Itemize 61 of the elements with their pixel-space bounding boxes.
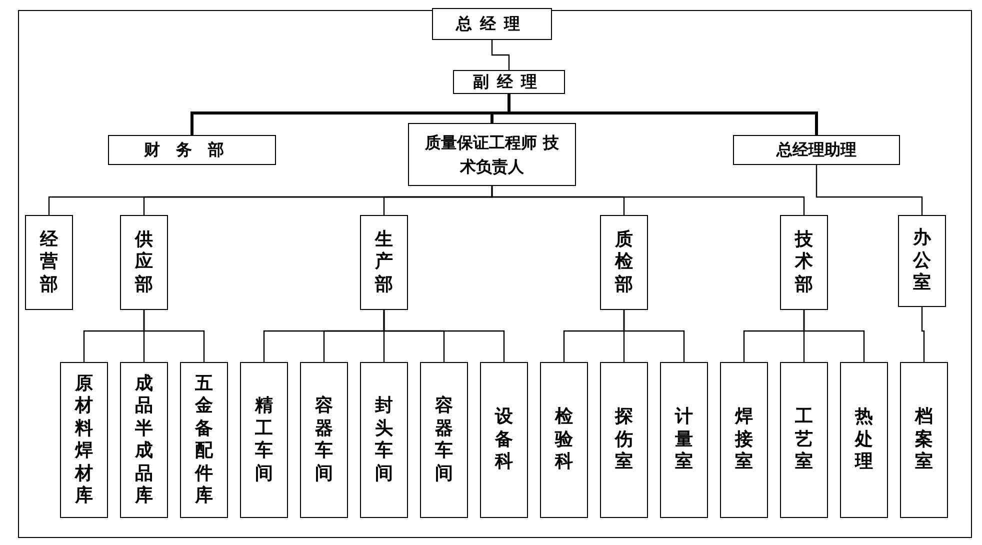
org-box <box>600 362 648 518</box>
org-label: 探伤室 <box>615 406 633 474</box>
connector-line <box>491 40 510 70</box>
org-box <box>420 362 468 518</box>
org-label: 总经理助理 <box>776 139 856 162</box>
org-label: 热处理 <box>855 406 873 474</box>
org-label: 办公室 <box>913 227 931 295</box>
connector-line <box>816 165 923 215</box>
org-box <box>780 215 828 310</box>
org-label: 财务部 <box>144 139 240 162</box>
org-box <box>108 135 276 165</box>
org-box <box>25 215 73 310</box>
org-box <box>300 362 348 518</box>
org-label: 工艺室 <box>795 406 813 474</box>
org-box <box>360 362 408 518</box>
org-label: 质检部 <box>615 228 633 296</box>
org-box <box>408 123 576 186</box>
org-box <box>120 215 168 310</box>
org-label: 五金备配件库 <box>195 372 213 508</box>
org-label: 计量室 <box>675 406 693 474</box>
connector-line <box>491 186 805 215</box>
org-box <box>432 8 552 40</box>
org-box <box>720 362 768 518</box>
org-label: 检验科 <box>555 406 573 474</box>
org-box <box>900 362 948 518</box>
org-label: 封头车间 <box>375 395 393 485</box>
org-box <box>733 135 900 165</box>
org-label: 容器车间 <box>435 395 453 485</box>
connector-line <box>508 94 818 135</box>
org-box <box>540 362 588 518</box>
org-box <box>780 362 828 518</box>
org-box <box>600 215 648 310</box>
org-box <box>898 215 946 307</box>
org-label: 精工车间 <box>255 395 273 485</box>
org-label: 技术部 <box>795 228 813 296</box>
org-label: 质量保证工程师 技术负责人 <box>424 132 560 178</box>
org-label: 容器车间 <box>315 395 333 485</box>
org-box <box>660 362 708 518</box>
org-box <box>60 362 108 518</box>
org-label: 副经理 <box>473 71 545 94</box>
connector-line <box>383 310 505 362</box>
org-label: 供应部 <box>135 228 153 296</box>
connector-line <box>921 307 925 362</box>
org-box <box>840 362 888 518</box>
org-box <box>180 362 228 518</box>
org-box <box>453 70 565 94</box>
org-box <box>480 362 528 518</box>
org-label: 经营部 <box>40 228 58 296</box>
org-label: 原材料焊材库 <box>75 372 93 508</box>
org-label: 设备科 <box>495 406 513 474</box>
connector-line <box>143 310 205 362</box>
org-box <box>360 215 408 310</box>
connector-line <box>803 310 865 362</box>
org-box <box>120 362 168 518</box>
org-label: 成品半成品库 <box>135 372 153 508</box>
org-label: 总经理 <box>456 13 528 36</box>
org-label: 档案室 <box>915 406 933 474</box>
org-label: 生产部 <box>375 228 393 296</box>
org-box <box>240 362 288 518</box>
org-label: 焊接室 <box>735 406 753 474</box>
connector-line <box>623 310 685 362</box>
